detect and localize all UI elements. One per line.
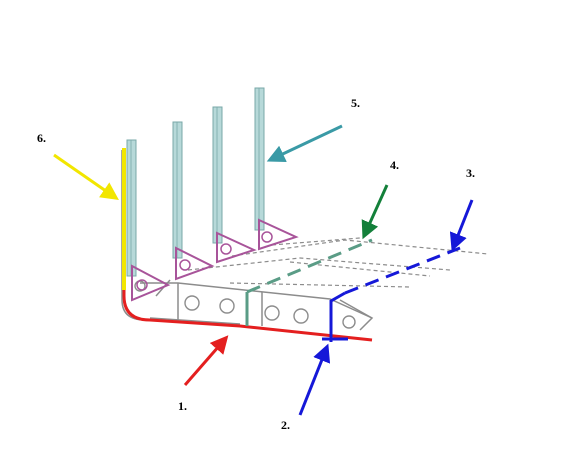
brackets [131, 218, 299, 302]
hole [342, 315, 356, 329]
hole [184, 295, 200, 311]
bracket-4 [258, 218, 299, 251]
label-1: 1. [178, 399, 187, 413]
stiffener-1 [126, 139, 137, 277]
stiffener-2 [172, 121, 183, 259]
arrow-3 [449, 199, 474, 252]
hole [264, 305, 280, 321]
arrow-4 [361, 184, 389, 240]
arrow-6 [53, 153, 119, 201]
vertical-stiffeners [126, 87, 265, 277]
hole [219, 298, 235, 314]
label-4: 4. [390, 158, 399, 172]
lightening-holes [134, 280, 356, 329]
stiffener-3 [212, 106, 223, 244]
label-5: 5. [351, 96, 360, 110]
callout-labels: 1. 2. 3. 4. 5. 6. [37, 96, 475, 432]
bracket-2 [175, 246, 215, 281]
blue-girder-highlight [322, 246, 461, 342]
callout-arrows [53, 124, 474, 416]
green-floor-highlight [245, 238, 373, 326]
bracket-1 [131, 264, 171, 302]
arrow-1 [183, 335, 229, 386]
arrow-5 [266, 124, 343, 162]
bracket-3 [216, 231, 257, 264]
label-3: 3. [466, 166, 475, 180]
arrow-2 [298, 343, 331, 416]
hole [293, 308, 309, 324]
hull-structure [121, 150, 489, 331]
label-6: 6. [37, 131, 46, 145]
bottom-plate-highlight [122, 290, 373, 342]
label-2: 2. [281, 418, 290, 432]
stiffener-4 [254, 87, 265, 231]
